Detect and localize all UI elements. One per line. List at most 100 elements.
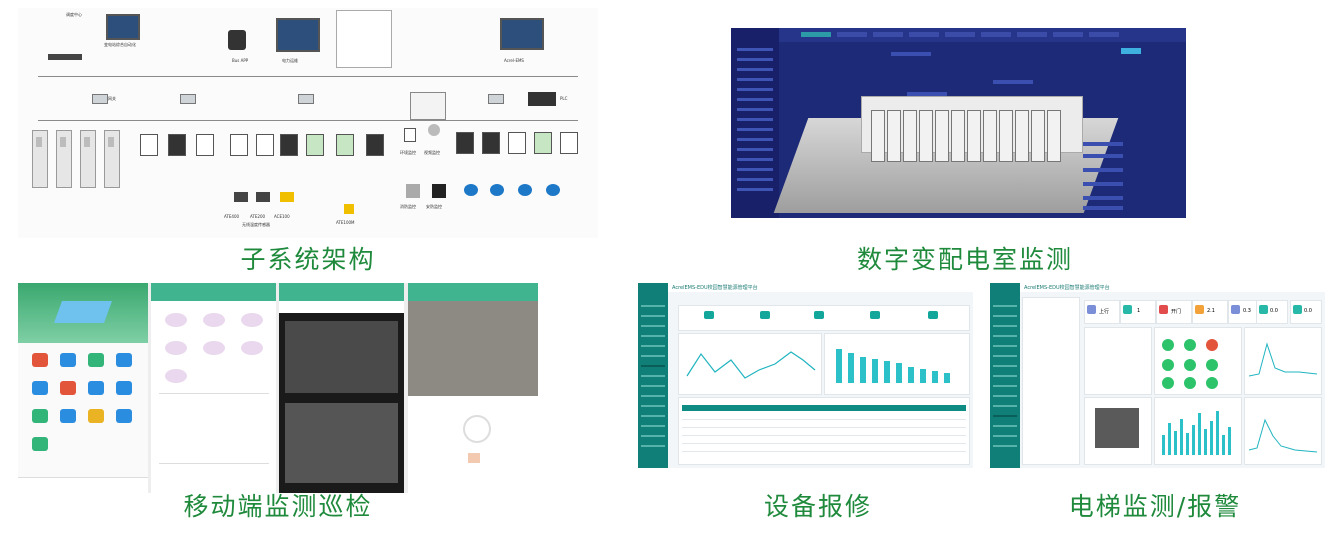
sidebar-item[interactable] bbox=[641, 375, 665, 377]
sidebar-item[interactable] bbox=[641, 435, 665, 437]
app-icon[interactable] bbox=[88, 353, 104, 367]
option-icon[interactable] bbox=[241, 313, 263, 327]
tab[interactable] bbox=[1017, 32, 1047, 37]
sidebar-item[interactable] bbox=[641, 415, 665, 417]
option-icon[interactable] bbox=[203, 313, 225, 327]
tab[interactable] bbox=[981, 32, 1011, 37]
sidebar-item[interactable] bbox=[993, 435, 1017, 437]
app-icon[interactable] bbox=[116, 409, 132, 423]
app-icon[interactable] bbox=[32, 409, 48, 423]
cabinet[interactable] bbox=[903, 110, 917, 162]
record-button[interactable] bbox=[468, 453, 480, 463]
sidebar-item[interactable] bbox=[641, 315, 665, 317]
sidebar-item[interactable] bbox=[737, 168, 773, 171]
app-icon[interactable] bbox=[32, 437, 48, 451]
sidebar-item[interactable] bbox=[993, 395, 1017, 397]
tab[interactable] bbox=[837, 32, 867, 37]
sidebar-item[interactable] bbox=[993, 335, 1017, 337]
sidebar-item[interactable] bbox=[737, 158, 773, 161]
app-icon[interactable] bbox=[32, 381, 48, 395]
option-icon[interactable] bbox=[241, 341, 263, 355]
device-tree[interactable] bbox=[1022, 297, 1080, 465]
cabinet[interactable] bbox=[887, 110, 901, 162]
cabinet[interactable] bbox=[1047, 110, 1061, 162]
action-icon[interactable] bbox=[760, 311, 770, 319]
sidebar-item[interactable] bbox=[993, 315, 1017, 317]
cabinet[interactable] bbox=[983, 110, 997, 162]
table-row[interactable] bbox=[682, 427, 966, 428]
app-icon[interactable] bbox=[60, 409, 76, 423]
sidebar-item[interactable] bbox=[993, 355, 1017, 357]
camera-view[interactable] bbox=[408, 301, 538, 396]
table-row[interactable] bbox=[682, 419, 966, 420]
app-icon[interactable] bbox=[116, 381, 132, 395]
table-row[interactable] bbox=[682, 451, 966, 452]
sidebar-item[interactable] bbox=[641, 355, 665, 357]
video-tabs[interactable] bbox=[279, 301, 404, 313]
tab[interactable] bbox=[1089, 32, 1119, 37]
sidebar-item[interactable] bbox=[737, 78, 773, 81]
video-feed[interactable] bbox=[285, 403, 398, 483]
sidebar-item[interactable] bbox=[737, 188, 773, 191]
sidebar-item[interactable] bbox=[993, 385, 1017, 387]
ptz-control[interactable] bbox=[463, 415, 491, 443]
sidebar-item[interactable] bbox=[641, 335, 665, 337]
table-row[interactable] bbox=[682, 435, 966, 436]
sidebar-item[interactable] bbox=[737, 118, 773, 121]
sidebar-item[interactable] bbox=[993, 375, 1017, 377]
sidebar-item[interactable] bbox=[737, 68, 773, 71]
cabinet[interactable] bbox=[1015, 110, 1029, 162]
tab[interactable] bbox=[873, 32, 903, 37]
sidebar-item[interactable] bbox=[641, 325, 665, 327]
cabinet[interactable] bbox=[951, 110, 965, 162]
tab[interactable] bbox=[1053, 32, 1083, 37]
sidebar-item[interactable] bbox=[993, 405, 1017, 407]
sidebar-item[interactable] bbox=[641, 345, 665, 347]
option-icon[interactable] bbox=[165, 369, 187, 383]
sidebar-item[interactable] bbox=[737, 178, 773, 181]
tab[interactable] bbox=[945, 32, 975, 37]
sidebar-item[interactable] bbox=[737, 128, 773, 131]
sidebar-item[interactable] bbox=[993, 305, 1017, 307]
option-icon[interactable] bbox=[165, 341, 187, 355]
sidebar-item[interactable] bbox=[641, 385, 665, 387]
app-icon[interactable] bbox=[60, 353, 76, 367]
sidebar-item[interactable] bbox=[641, 425, 665, 427]
sidebar-item[interactable] bbox=[993, 325, 1017, 327]
action-icon[interactable] bbox=[870, 311, 880, 319]
app-icon[interactable] bbox=[60, 381, 76, 395]
sidebar-item[interactable] bbox=[737, 98, 773, 101]
sidebar-item[interactable] bbox=[993, 445, 1017, 447]
cabinet[interactable] bbox=[967, 110, 981, 162]
sidebar-item[interactable] bbox=[641, 405, 665, 407]
cabinet[interactable] bbox=[871, 110, 885, 162]
cabinet[interactable] bbox=[935, 110, 949, 162]
app-icon[interactable] bbox=[88, 409, 104, 423]
table-row[interactable] bbox=[682, 443, 966, 444]
sidebar-item[interactable] bbox=[641, 305, 665, 307]
cabinet[interactable] bbox=[999, 110, 1013, 162]
app-icon[interactable] bbox=[88, 381, 104, 395]
cabinet[interactable] bbox=[919, 110, 933, 162]
action-icon[interactable] bbox=[814, 311, 824, 319]
sidebar-item[interactable] bbox=[641, 445, 665, 447]
sidebar-item[interactable] bbox=[737, 138, 773, 141]
sidebar-item[interactable] bbox=[641, 395, 665, 397]
action-icon[interactable] bbox=[704, 311, 714, 319]
sidebar-item[interactable] bbox=[737, 148, 773, 151]
option-icon[interactable] bbox=[165, 313, 187, 327]
app-icon[interactable] bbox=[116, 353, 132, 367]
sidebar-item[interactable] bbox=[737, 108, 773, 111]
sidebar-item[interactable] bbox=[993, 425, 1017, 427]
sidebar-item[interactable] bbox=[641, 365, 665, 367]
option-icon[interactable] bbox=[203, 341, 225, 355]
sidebar-item[interactable] bbox=[737, 48, 773, 51]
cabinet[interactable] bbox=[1031, 110, 1045, 162]
tab[interactable] bbox=[909, 32, 939, 37]
sidebar-item[interactable] bbox=[993, 365, 1017, 367]
camera-snapshot[interactable] bbox=[1095, 408, 1139, 448]
sidebar-item[interactable] bbox=[993, 415, 1017, 417]
sidebar-item[interactable] bbox=[737, 88, 773, 91]
action-icon[interactable] bbox=[928, 311, 938, 319]
tab[interactable] bbox=[801, 32, 831, 37]
